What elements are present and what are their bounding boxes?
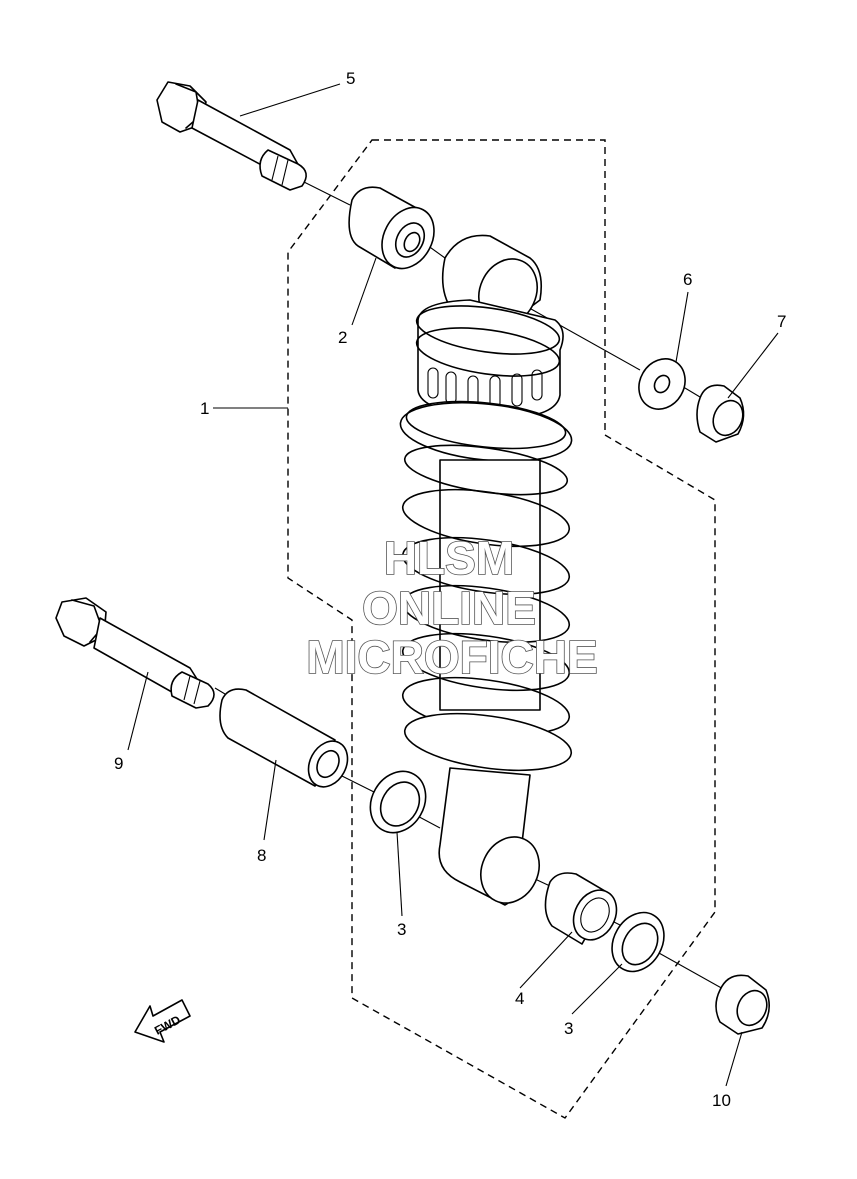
callout-1: 1 bbox=[200, 399, 209, 418]
callout-5: 5 bbox=[346, 69, 355, 88]
bearing bbox=[544, 872, 618, 945]
callout-2: 2 bbox=[338, 328, 347, 347]
watermark-line-1: HLSM bbox=[384, 532, 514, 584]
callout-labels: 1 2 3 3 4 5 6 7 8 9 10 bbox=[114, 69, 786, 1110]
forward-direction-arrow: FWD bbox=[134, 999, 191, 1043]
upper-bolt bbox=[156, 81, 307, 191]
callout-3-left: 3 bbox=[397, 920, 406, 939]
lower-nut bbox=[715, 974, 770, 1035]
leader-lines bbox=[127, 83, 779, 1087]
callout-9: 9 bbox=[114, 754, 123, 773]
upper-nut bbox=[696, 384, 745, 443]
spacer-tube bbox=[219, 688, 349, 788]
callout-7: 7 bbox=[777, 312, 786, 331]
callout-8: 8 bbox=[257, 846, 266, 865]
washer bbox=[638, 358, 686, 410]
oil-seal-left bbox=[369, 770, 427, 834]
watermark: HLSM ONLINE MICROFICHE bbox=[306, 531, 599, 684]
oil-seal-right bbox=[611, 911, 665, 973]
callout-4: 4 bbox=[515, 989, 524, 1008]
shock-absorber bbox=[399, 234, 573, 906]
callout-10: 10 bbox=[712, 1091, 731, 1110]
lower-bolt bbox=[55, 597, 215, 709]
watermark-line-3: MICROFICHE bbox=[306, 631, 597, 683]
callout-3-right: 3 bbox=[564, 1019, 573, 1038]
upper-collar bbox=[348, 186, 435, 270]
assembly-boundary bbox=[287, 139, 716, 1119]
callout-6: 6 bbox=[683, 270, 692, 289]
watermark-line-2: ONLINE bbox=[362, 582, 536, 634]
